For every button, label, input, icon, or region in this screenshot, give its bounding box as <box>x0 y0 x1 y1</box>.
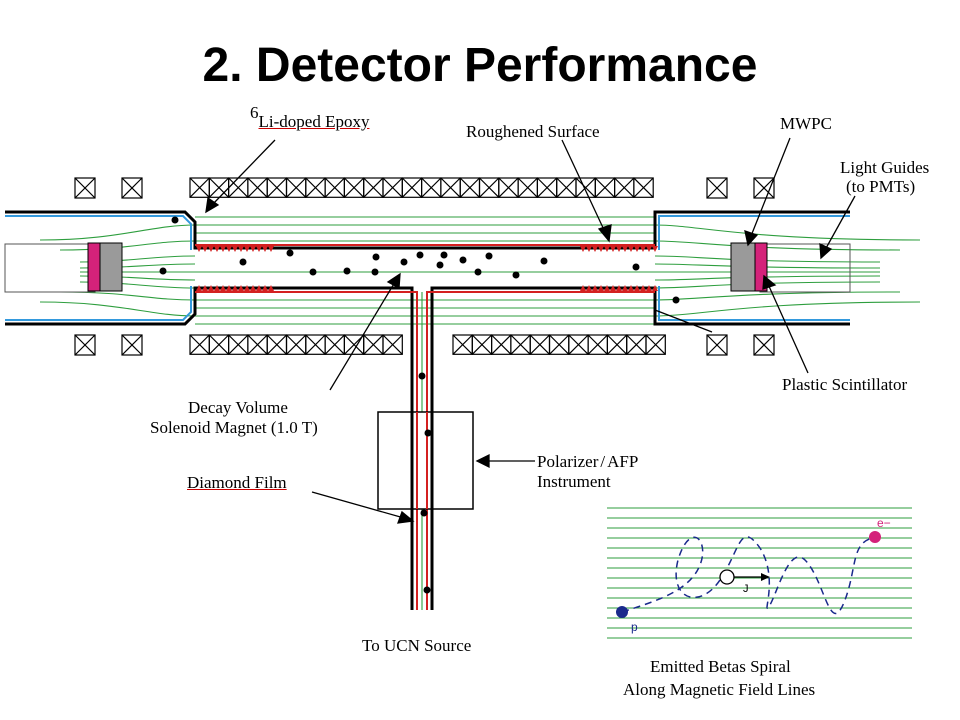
scintillator-left <box>87 242 101 292</box>
field-lines <box>39 216 921 610</box>
ucn-source-label: To UCN Source <box>362 636 472 655</box>
solenoid-coils-bottom <box>74 334 775 356</box>
spin-marker <box>719 569 735 585</box>
betas-caption-1: Emitted Betas Spiral <box>650 657 791 676</box>
electron-marker <box>869 531 881 543</box>
proton-marker <box>616 606 628 618</box>
polarizer-label-text: Polarizer <box>537 452 599 471</box>
plastic-scintillator-label: Plastic Scintillator <box>782 375 908 394</box>
epoxy-label: 6Li-doped Epoxy <box>250 103 370 131</box>
betas-inset <box>607 507 912 639</box>
polarizer-box <box>377 411 474 510</box>
instrument-label: Instrument <box>537 472 611 491</box>
betas-caption-2: Along Magnetic Field Lines <box>623 680 816 699</box>
solenoid-coils-top <box>74 177 775 199</box>
spin-label: J <box>743 583 749 595</box>
decay-volume-label: Decay Volume <box>188 398 288 417</box>
slide-title: 2. Detector Performance <box>202 39 758 92</box>
neutron-dots <box>159 216 680 594</box>
vessel-walls <box>5 210 850 610</box>
mwpc-right <box>730 242 756 292</box>
mwpc-left <box>99 242 123 292</box>
polarizer-afp-label: Polarizer/AFP <box>537 452 638 471</box>
afp-label-text: AFP <box>607 452 639 471</box>
beta-spiral-path <box>621 536 879 615</box>
roughened-surface <box>196 246 658 291</box>
light-guides-label-1: Light Guides <box>840 158 930 177</box>
proton-label: p <box>631 620 638 634</box>
leader-lines <box>205 137 856 524</box>
roughened-surface-label: Roughened Surface <box>466 122 600 141</box>
electron-label: e− <box>877 516 891 530</box>
epoxy-label-superscript: 6 <box>250 103 259 122</box>
mwpc-label: MWPC <box>780 114 832 133</box>
diamond-film-label: Diamond Film <box>187 473 287 492</box>
solenoid-magnet-label: Solenoid Magnet (1.0 T) <box>150 418 318 437</box>
polarizer-label-slash: / <box>600 452 606 471</box>
light-guides-label-2: (to PMTs) <box>846 177 916 196</box>
epoxy-label-text: Li-doped Epoxy <box>258 112 370 131</box>
